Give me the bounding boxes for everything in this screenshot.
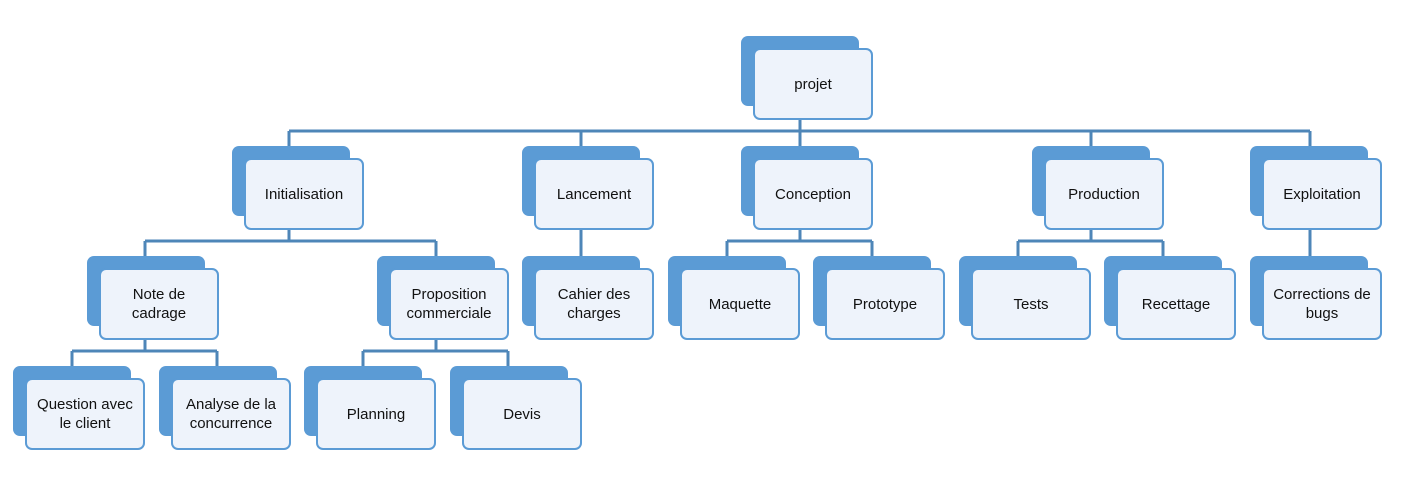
node-label: Initialisation: [264, 185, 344, 203]
node-label: Planning: [346, 405, 406, 423]
node-label: Cahier des charges: [557, 286, 631, 322]
node-label: Recettage: [1141, 295, 1211, 313]
node-label: Production: [1068, 185, 1140, 203]
node-label: Conception: [775, 185, 851, 203]
node-label: Corrections de bugs: [1273, 286, 1371, 322]
node-label: Devis: [503, 405, 541, 423]
node-label: Proposition commerciale: [406, 286, 492, 322]
node-label: Tests: [1013, 295, 1049, 313]
node-label: projet: [794, 75, 832, 93]
node-label: Lancement: [556, 185, 632, 203]
node-label: Exploitation: [1283, 185, 1361, 203]
node-label: Prototype: [852, 295, 918, 313]
node-label: Question avec le client: [37, 396, 133, 432]
node-label: Analyse de la concurrence: [185, 396, 277, 432]
node-label: Note de cadrage: [131, 286, 187, 322]
node-label: Maquette: [708, 295, 772, 313]
